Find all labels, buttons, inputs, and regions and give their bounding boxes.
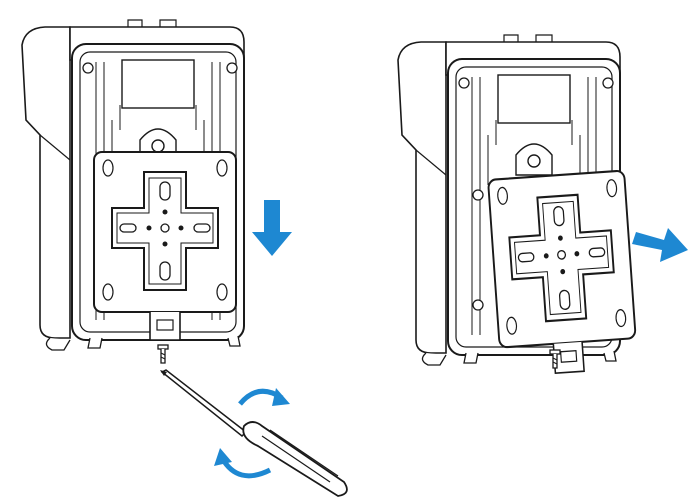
screwdriver-icon xyxy=(160,369,348,497)
right-arrow-icon xyxy=(632,228,688,262)
down-arrow-icon xyxy=(252,200,292,256)
step-1-screw xyxy=(157,344,169,364)
rotate-arrow-icon xyxy=(214,388,290,479)
step-1-mounting-plate xyxy=(93,151,237,341)
